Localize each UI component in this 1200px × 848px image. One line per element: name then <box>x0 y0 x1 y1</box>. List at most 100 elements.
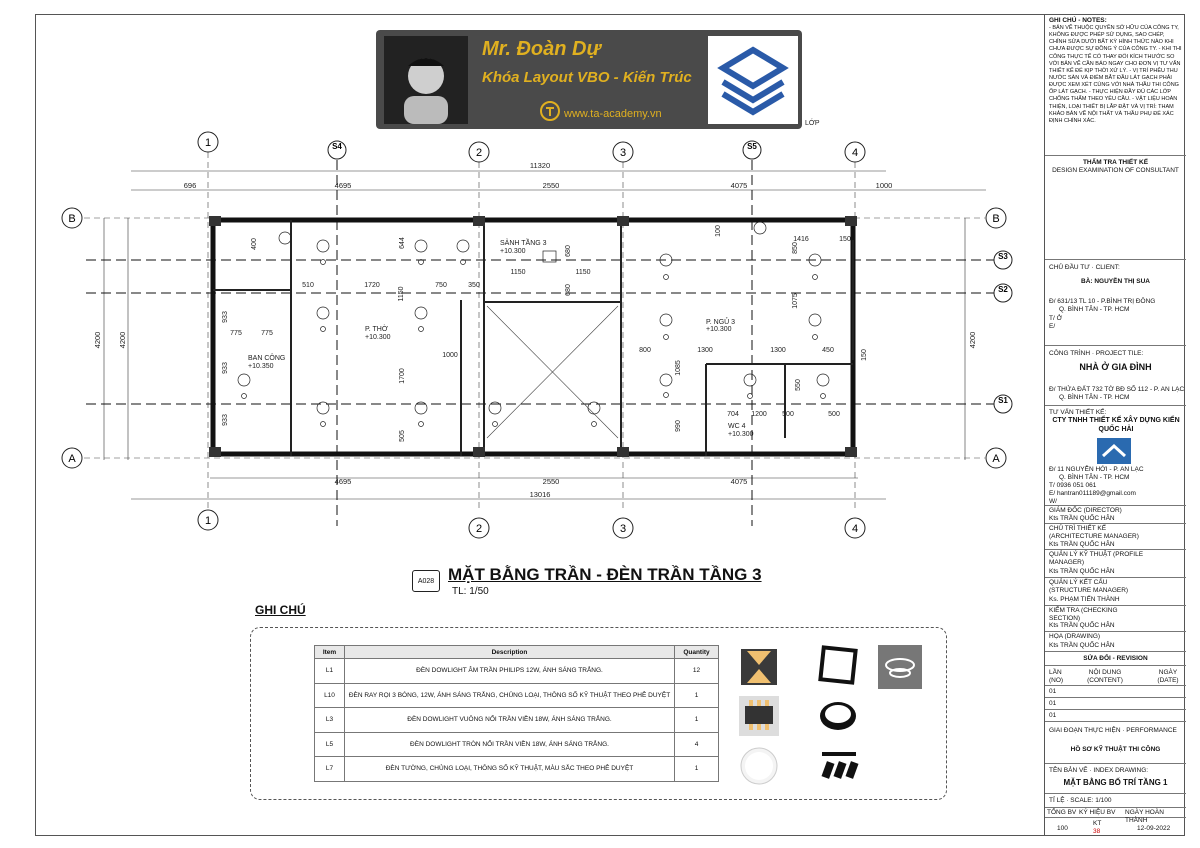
tb-client-email: E/ <box>1049 323 1056 330</box>
dim-1200: 1200 <box>751 411 767 418</box>
course-name: Khóa Layout VBO - Kiến Trúc <box>482 69 692 86</box>
tb-revision-title: SỬA ĐỔI - REVISION <box>1083 655 1148 662</box>
table-row: L7 ĐÈN TƯỜNG, CHỦNG LOẠI, THÔNG SỐ KỸ TH… <box>314 756 719 782</box>
legend-desc: ĐÈN DOWLIGHT TRÒN NỔI TRẦN VIỀN 18W, ÁNH… <box>344 731 675 757</box>
tb-consult-label: TƯ VẤN THIẾT KẾ: <box>1049 409 1107 416</box>
dim-350: 350 <box>468 282 480 289</box>
wall-lamp-image <box>741 649 777 685</box>
dim-696: 696 <box>184 181 197 190</box>
legend-header-quantity: Quantity <box>674 645 719 659</box>
room-ngu-level: +10.300 <box>706 326 732 333</box>
light-fixtures <box>237 221 830 427</box>
tb-client-address2: Q. BÌNH TÂN - TP. HCM <box>1059 306 1130 313</box>
tb-arch-name: Kts TRẦN QUỐC HÂN <box>1049 541 1115 548</box>
legend-desc: ĐÈN DOWLIGHT ÂM TRẦN PHILIPS 12W, ÁNH SÁ… <box>344 658 675 684</box>
tb-prof: QUẢN LÝ KỸ THUẬT (PROFILE MANAGER) Kts T… <box>1045 550 1186 578</box>
tb-foot-total-label: TỔNG BV <box>1047 809 1077 816</box>
dim-550: 550 <box>795 379 802 391</box>
notes-title: GHI CHÚ <box>255 603 306 617</box>
grid-label-A-right: A <box>992 453 1000 465</box>
dim-775-a: 775 <box>230 330 242 337</box>
website-link[interactable]: www.ta-academy.vn <box>564 108 662 120</box>
tb-index: TÊN BẢN VẼ · INDEX DRAWING: MẶT BẰNG BỐ … <box>1045 764 1186 794</box>
room-tho-level: +10.300 <box>365 334 391 341</box>
layer-note: LỚP <box>805 118 820 127</box>
dim-933-b: 933 <box>222 362 229 374</box>
section-S1: S1 <box>998 396 1008 405</box>
table-row: 01 <box>1045 698 1186 710</box>
tb-project: CÔNG TRÌNH · PROJECT TILE: NHÀ Ở GIA ĐÌN… <box>1045 346 1186 406</box>
tb-client-label: CHỦ ĐẦU TƯ · CLIENT: <box>1049 264 1120 271</box>
tb-struct-name: Ks. PHẠM TIẾN THÀNH <box>1049 596 1120 603</box>
tb-phase-value: HỒ SƠ KỸ THUẬT THI CÔNG <box>1070 746 1161 753</box>
tb-revision-header: LẦN (NO) NỘI DUNG (CONTENT) NGÀY (DATE) <box>1045 666 1186 686</box>
tb-client-address: Đ/ 631/13 TL 10 - P.BÌNH TRỊ ĐÔNG <box>1049 298 1156 305</box>
inner-walls <box>213 220 854 456</box>
dim-100: 100 <box>715 225 722 237</box>
grid-bubbles: 1 2 3 4 1 2 3 4 B A B A <box>61 131 1007 539</box>
dim-750: 750 <box>435 282 447 289</box>
section-S5: S5 <box>747 142 757 151</box>
room-tho: P. THỜ <box>365 324 388 333</box>
dim-4200-right: 4200 <box>968 332 977 349</box>
room-bancong-level: +10.350 <box>248 363 274 370</box>
title-block: GHI CHÚ - NOTES: - BẢN VẼ THUỘC QUYỀN SỞ… <box>1044 14 1186 836</box>
dim-1416: 1416 <box>793 236 809 243</box>
legend-qty: 1 <box>674 756 719 782</box>
tb-rev-content: NỘI DUNG (CONTENT) <box>1087 669 1123 685</box>
drawing-scale: TL: 1/50 <box>452 586 489 597</box>
dim-400: 400 <box>251 238 258 250</box>
dim-505: 505 <box>399 430 406 442</box>
sheet-frame <box>35 14 1185 836</box>
tb-consult-email: E/ hantran011189@gmail.com <box>1049 490 1136 497</box>
tb-rev-date: NGÀY (DATE) <box>1157 669 1179 685</box>
tb-rev-no: LẦN (NO) <box>1049 669 1064 685</box>
legend-qty: 12 <box>674 658 719 684</box>
dim-1000: 1000 <box>876 181 893 190</box>
tb-project-label: CÔNG TRÌNH · PROJECT TILE: <box>1049 350 1144 357</box>
section-S3: S3 <box>998 252 1008 261</box>
legend-item: L3 <box>314 707 345 733</box>
section-S4: S4 <box>332 142 342 151</box>
dim-1150-v: 1150 <box>398 286 405 301</box>
drawing-title: MẶT BẰNG TRẦN - ĐÈN TRẦN TẦNG 3 <box>448 565 762 584</box>
tb-foot-number: 38 <box>1093 828 1101 835</box>
dim-933-c: 933 <box>222 414 229 426</box>
table-row: L10 ĐÈN RAY RỌI 3 BÓNG, 12W, ÁNH SÁNG TR… <box>314 682 719 708</box>
legend-item: L5 <box>314 731 345 757</box>
dim-1300-a: 1300 <box>697 347 713 354</box>
grid-label-2-bottom: 2 <box>476 523 482 535</box>
grid-label-3-bottom: 3 <box>620 523 626 535</box>
tb-phase: GIAI ĐOẠN THỰC HIỆN · PERFORMANCE HỒ SƠ … <box>1045 722 1186 764</box>
grid-label-4-top: 4 <box>852 147 858 159</box>
room-wc-level: +10.300 <box>728 431 754 438</box>
dimension-lines <box>103 170 986 500</box>
tb-consult-phone: T/ 0936 051 061 <box>1049 482 1097 489</box>
interior-dimensions: 400 510 1720 750 350 644 1150 680 1150 1… <box>222 225 868 442</box>
tb-check: KIỂM TRA (CHECKING SECTION) Kts TRẦN QUỐ… <box>1045 606 1186 632</box>
room-ngu: P. NGỦ 3 <box>706 317 735 326</box>
table-row: 01 <box>1045 686 1186 698</box>
legend-table: Item Description Quantity L1 ĐÈN DOWLIGH… <box>314 645 719 782</box>
instructor-photo <box>384 36 468 124</box>
legend-header-description: Description <box>344 645 675 659</box>
tb-foot-date: 12-09-2022 <box>1137 825 1171 832</box>
grid-label-3-top: 3 <box>620 147 626 159</box>
dim-2550-top: 2550 <box>543 181 560 190</box>
section-markers: S4 S5 S3 S2 S1 <box>327 140 1013 414</box>
dim-933-a: 933 <box>222 311 229 323</box>
dim-1700: 1700 <box>399 368 406 384</box>
tb-client-phone: T/ Ở <box>1049 315 1063 322</box>
dim-13016: 13016 <box>530 490 551 499</box>
dim-510: 510 <box>302 282 314 289</box>
tb-check-name: Kts TRẦN QUỐC HÂN <box>1049 622 1115 629</box>
tb-project-address2: Q. BÌNH TÂN - TP. HCM <box>1059 394 1130 401</box>
dim-500-b: 500 <box>828 411 840 418</box>
legend-item: L10 <box>314 682 345 708</box>
tb-consultant: TƯ VẤN THIẾT KẾ: CTY TNHH THIẾT KẾ XÂY D… <box>1045 406 1186 506</box>
grid-label-B-right: B <box>992 213 999 225</box>
dim-2550-bottom: 2550 <box>543 477 560 486</box>
tb-draw-label: HỌA (DRAWING) <box>1049 633 1101 640</box>
tb-client: CHỦ ĐẦU TƯ · CLIENT: BÀ: NGUYỄN THỊ SUA … <box>1045 260 1186 346</box>
